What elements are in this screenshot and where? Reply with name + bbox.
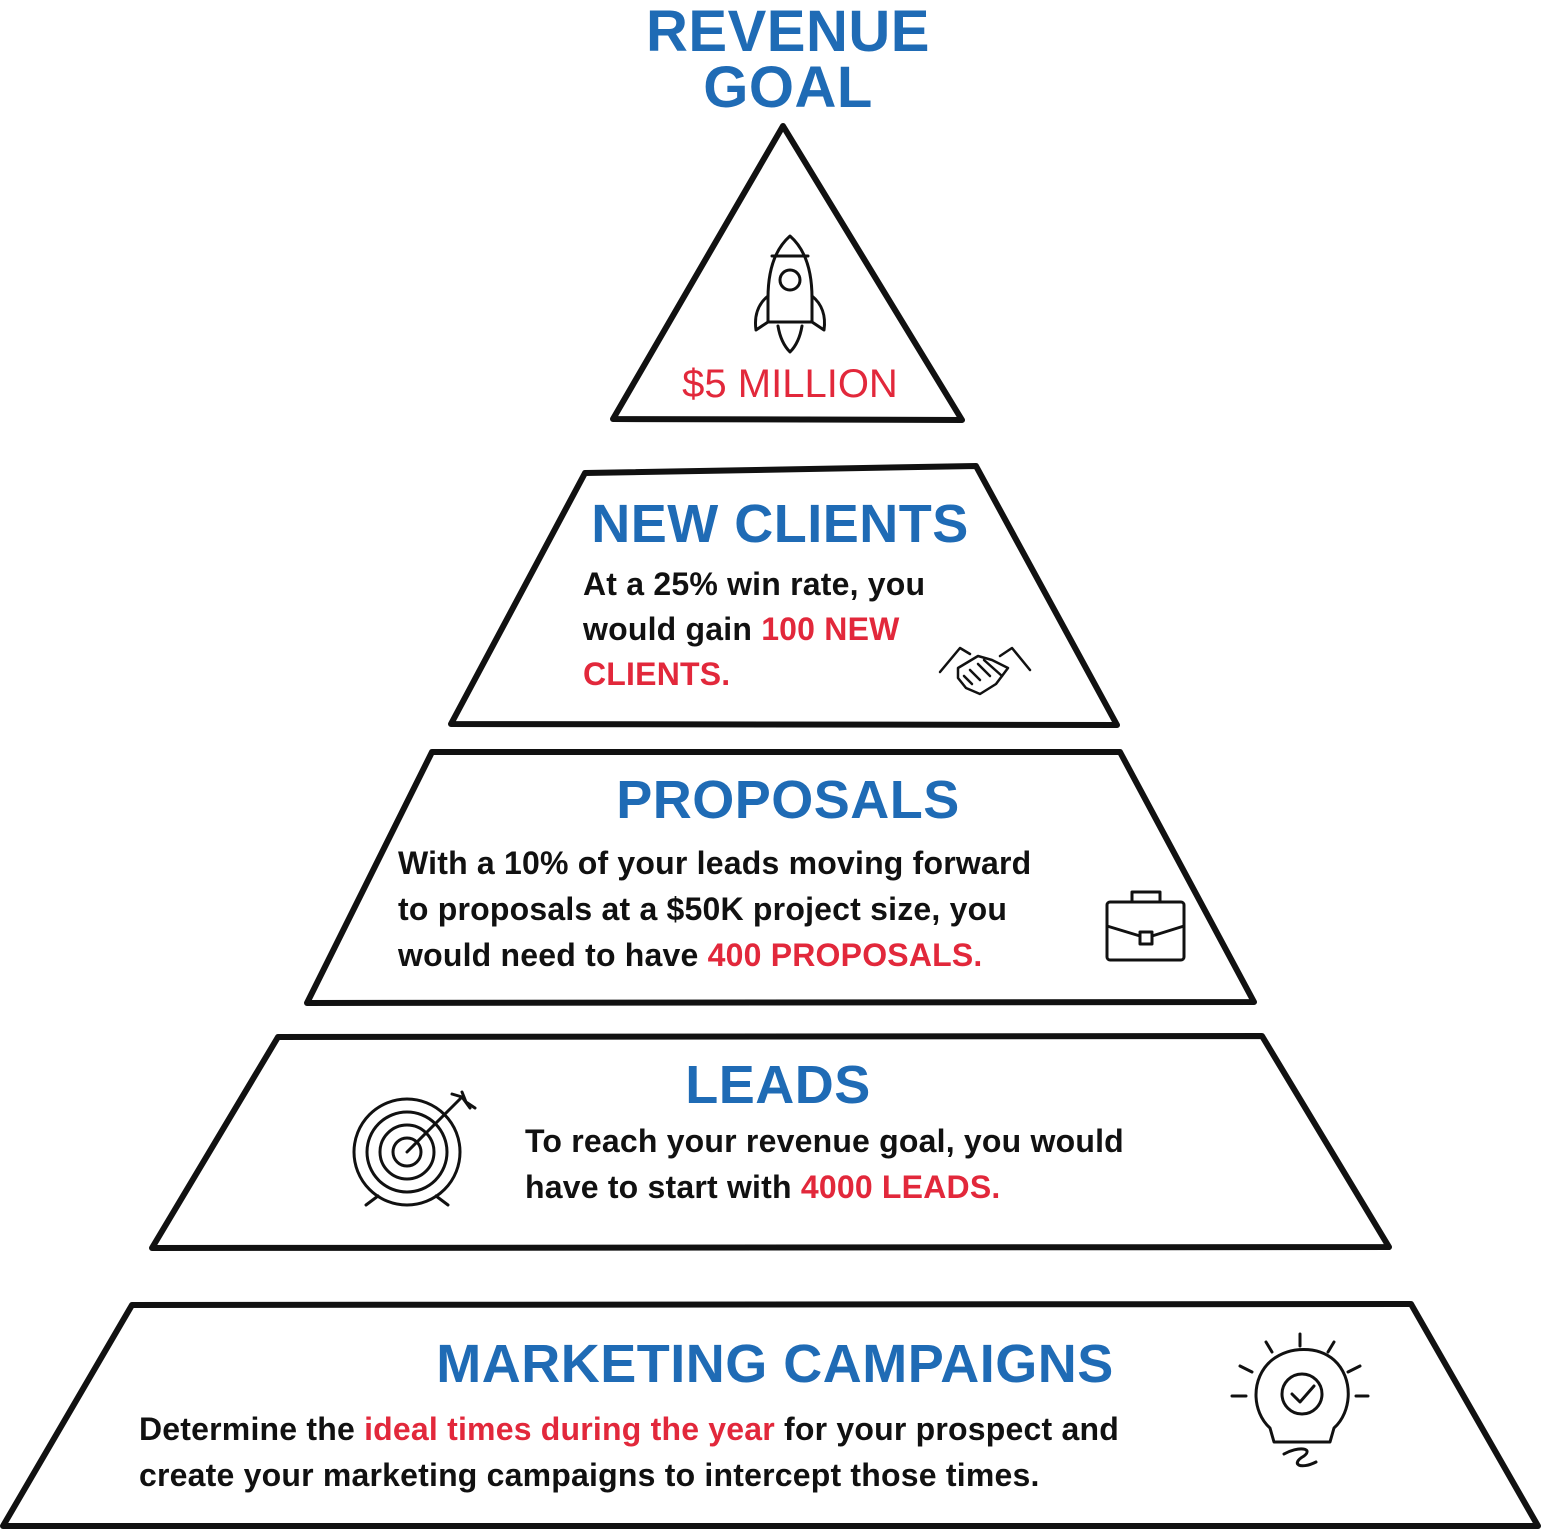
tier-new-clients-text: At a 25% win rate, you would gain 100 NE…	[583, 562, 1003, 697]
new-clients-highlight: 100 NEW	[761, 611, 900, 647]
tier-marketing-text: Determine the ideal times during the yea…	[139, 1406, 1229, 1498]
tier-new-clients-title: NEW CLIENTS	[591, 494, 969, 554]
marketing-highlight: ideal times during the year	[364, 1411, 775, 1447]
tier-proposals-title: PROPOSALS	[616, 770, 960, 830]
tier-leads-text: To reach your revenue goal, you would ha…	[525, 1118, 1205, 1210]
leads-highlight: 4000 LEADS.	[800, 1169, 1001, 1205]
proposals-line3: would need to have 400 PROPOSALS.	[398, 937, 983, 973]
handshake-icon	[938, 646, 1032, 696]
new-clients-line3: CLIENTS.	[583, 656, 731, 692]
target-icon	[352, 1090, 477, 1207]
proposals-line1: With a 10% of your leads moving forward	[398, 845, 1032, 881]
new-clients-line2: would gain 100 NEW	[583, 611, 900, 647]
tier-proposals-text: With a 10% of your leads moving forward …	[398, 840, 1118, 978]
header-title-line2: GOAL	[703, 55, 873, 120]
header-title-line1: REVENUE	[646, 0, 930, 64]
rocket-icon	[754, 234, 826, 354]
tier-leads-title: LEADS	[685, 1055, 871, 1115]
proposals-highlight: 400 PROPOSALS.	[707, 937, 983, 973]
tier-proposals-shape	[304, 749, 1257, 1006]
lightbulb-icon	[1230, 1332, 1370, 1468]
goal-value: $5 MILLION	[682, 362, 898, 406]
marketing-line2: create your marketing campaigns to inter…	[139, 1457, 1040, 1493]
leads-line1: To reach your revenue goal, you would	[525, 1123, 1124, 1159]
proposals-line2: to proposals at a $50K project size, you	[398, 891, 1008, 927]
tier-new-clients-shape	[448, 463, 1120, 728]
briefcase-icon	[1105, 890, 1186, 962]
tier-marketing-shape	[0, 1301, 1541, 1529]
marketing-line1: Determine the ideal times during the yea…	[139, 1411, 1119, 1447]
tier-marketing-title: MARKETING CAMPAIGNS	[436, 1334, 1114, 1394]
new-clients-line1: At a 25% win rate, you	[583, 566, 926, 602]
tier-goal-shape	[610, 123, 965, 423]
leads-line2: have to start with 4000 LEADS.	[525, 1169, 1001, 1205]
tier-leads-shape	[149, 1033, 1392, 1251]
